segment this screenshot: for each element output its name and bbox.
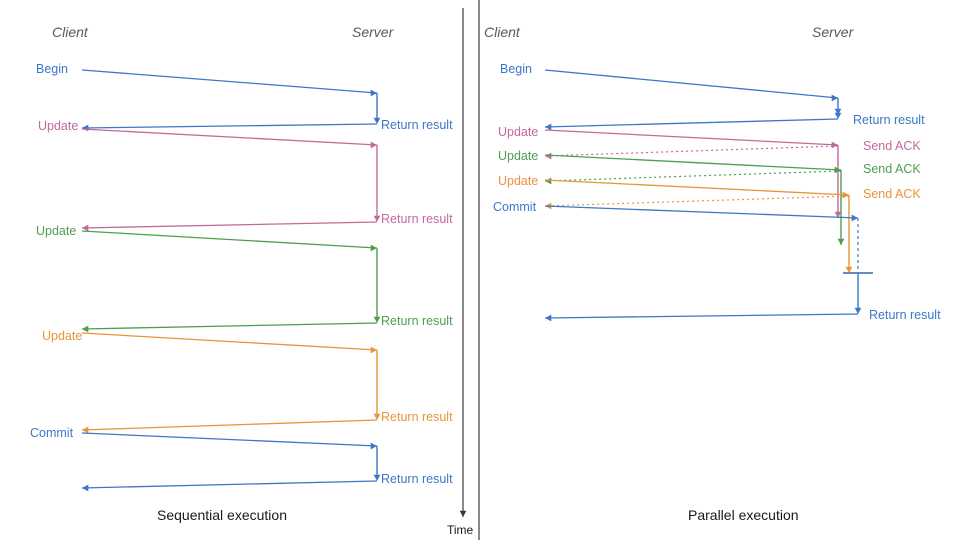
par-arrowhead-0 xyxy=(831,94,838,102)
time-axis-label: Time xyxy=(447,523,474,537)
seq-arrowhead-3 xyxy=(82,224,89,232)
par-msg-label-ack-3: Send ACK xyxy=(863,187,921,201)
par-message-line-6 xyxy=(544,179,850,196)
par-arrowhead-down-1 xyxy=(834,112,842,119)
par-ack-arrowhead-5 xyxy=(545,177,552,185)
par-client-header: Client xyxy=(484,24,520,40)
par-msg-label-update-1: Update xyxy=(498,125,539,139)
seq-arrowhead-4 xyxy=(370,244,377,252)
seq-msg-label-return-5: Return result xyxy=(381,472,453,486)
seq-msg-label-update-3: Update xyxy=(42,329,83,343)
seq-arrowhead-9 xyxy=(82,484,89,492)
seq-message-line-2 xyxy=(81,128,378,146)
seq-msg-label-return-1: Return result xyxy=(381,118,453,132)
par-arrowhead-4 xyxy=(834,166,841,174)
seq-arrowhead-2 xyxy=(370,141,377,149)
seq-msg-label-commit: Commit xyxy=(30,426,74,440)
par-msg-label-return-2: Return result xyxy=(869,308,941,322)
seq-msg-label-return-3: Return result xyxy=(381,314,453,328)
seq-msg-label-begin: Begin xyxy=(36,62,68,76)
par-arrowhead-8 xyxy=(851,214,858,222)
par-ack-line-7 xyxy=(544,195,850,207)
seq-arrowhead-0 xyxy=(370,89,377,97)
par-activation-end-1 xyxy=(834,211,842,218)
seq-message-line-8 xyxy=(81,432,378,447)
par-message-line-0 xyxy=(544,69,839,99)
par-arrowhead-6 xyxy=(842,191,849,199)
seq-message-line-5 xyxy=(81,322,378,330)
seq-panel-caption: Sequential execution xyxy=(157,507,287,523)
seq-message-line-4 xyxy=(81,230,378,249)
par-msg-label-update-3: Update xyxy=(498,174,539,188)
par-panel-caption: Parallel execution xyxy=(688,507,799,523)
seq-message-line-9 xyxy=(81,480,378,489)
par-arrowhead-2 xyxy=(831,141,838,149)
par-message-line-4 xyxy=(544,154,842,171)
seq-msg-label-update-2: Update xyxy=(36,224,77,238)
seq-arrowhead-6 xyxy=(370,346,377,354)
seq-arrowhead-down-7 xyxy=(373,413,381,420)
seq-msg-label-update-1: Update xyxy=(38,119,79,133)
seq-msg-label-return-2: Return result xyxy=(381,212,453,226)
seq-arrowhead-1 xyxy=(82,124,89,132)
seq-arrowhead-down-3 xyxy=(373,215,381,222)
par-message-line-8 xyxy=(544,205,859,219)
par-msg-label-ack-2: Send ACK xyxy=(863,162,921,176)
seq-message-line-6 xyxy=(81,332,378,351)
seq-arrowhead-8 xyxy=(370,442,377,450)
par-arrowhead-down-9 xyxy=(854,307,862,314)
seq-client-header: Client xyxy=(52,24,88,40)
par-message-line-9 xyxy=(544,313,859,319)
par-msg-label-begin: Begin xyxy=(500,62,532,76)
seq-arrowhead-down-5 xyxy=(373,316,381,323)
par-msg-label-return-1: Return result xyxy=(853,113,925,127)
seq-server-header: Server xyxy=(352,24,394,40)
seq-arrowhead-down-9 xyxy=(373,474,381,481)
seq-arrowhead-7 xyxy=(82,426,89,434)
seq-arrowhead-5 xyxy=(82,325,89,333)
seq-arrowhead-down-1 xyxy=(373,117,381,124)
par-msg-label-ack-1: Send ACK xyxy=(863,139,921,153)
time-axis-arrowhead xyxy=(459,510,467,517)
seq-message-line-7 xyxy=(81,419,378,431)
par-message-line-1 xyxy=(544,118,839,128)
par-ack-arrowhead-3 xyxy=(545,152,552,160)
par-message-line-2 xyxy=(544,129,839,146)
par-arrowhead-9 xyxy=(545,314,552,322)
seq-msg-label-return-4: Return result xyxy=(381,410,453,424)
par-ack-line-5 xyxy=(544,170,842,182)
seq-message-line-1 xyxy=(81,123,378,129)
par-ack-line-3 xyxy=(544,145,839,157)
par-activation-end-2 xyxy=(837,238,845,245)
seq-message-line-0 xyxy=(81,69,378,94)
par-msg-label-update-2: Update xyxy=(498,149,539,163)
par-server-header: Server xyxy=(812,24,854,40)
par-activation-end-3 xyxy=(845,266,853,273)
par-msg-label-commit: Commit xyxy=(493,200,537,214)
par-arrowhead-1 xyxy=(545,123,552,131)
seq-message-line-3 xyxy=(81,221,378,229)
par-activation-end-0 xyxy=(834,108,842,115)
